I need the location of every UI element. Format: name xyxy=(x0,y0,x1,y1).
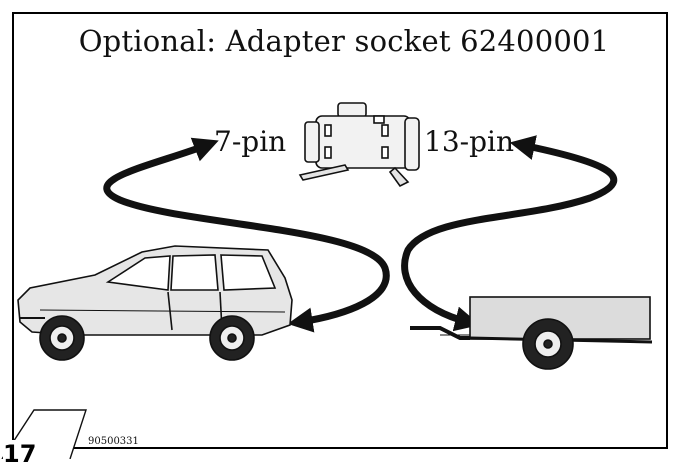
right-connection-arrow xyxy=(401,135,618,332)
station-wagon-car-icon xyxy=(17,245,293,361)
trailer-icon xyxy=(410,296,653,370)
reference-code: 90500331 xyxy=(88,436,139,447)
left-connection-arrow xyxy=(103,137,390,333)
figure-number: 17 xyxy=(3,440,41,468)
diagram-title: Optional: Adapter socket 62400001 xyxy=(78,24,610,58)
adapter-socket-icon xyxy=(298,102,420,188)
thirteen-pin-label: 13-pin xyxy=(424,125,515,158)
diagram-frame xyxy=(12,12,668,449)
seven-pin-label: 7-pin xyxy=(214,125,287,158)
